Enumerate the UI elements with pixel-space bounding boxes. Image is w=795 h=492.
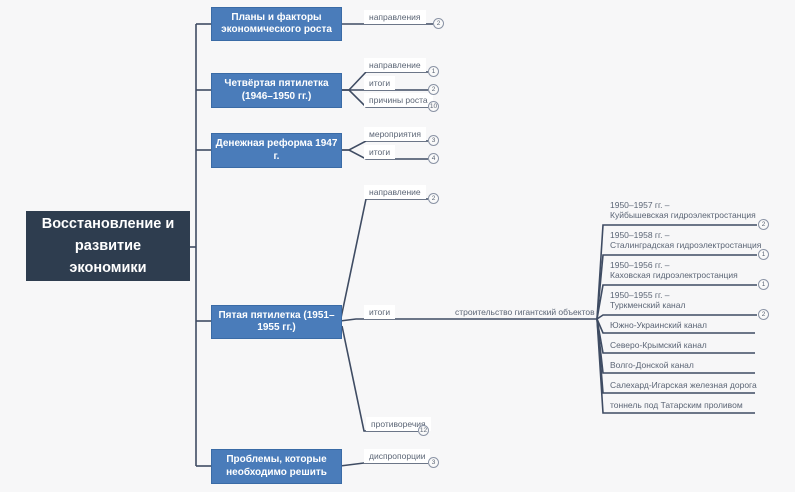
leaf-itogi-5p[interactable]: итоги: [364, 305, 396, 319]
collapse-badge[interactable]: 2: [428, 193, 439, 204]
leaf-napravlenie-4p[interactable]: направление: [364, 58, 426, 72]
collapse-badge[interactable]: 4: [428, 153, 439, 164]
project-title: Куйбышевская гидроэлектростанция: [610, 210, 756, 220]
collapse-badge[interactable]: 3: [428, 135, 439, 146]
collapse-badge[interactable]: 1: [758, 279, 769, 290]
project-item-severo-krymskiy-kanal[interactable]: Северо-Крымский канал: [610, 340, 707, 350]
root-node[interactable]: Восстановление и развитие экономики: [26, 211, 190, 281]
leaf-napravleniya[interactable]: направления: [364, 10, 426, 24]
branch-label: Четвёртая пятилетка (1946–1950 гг.): [224, 78, 329, 102]
leaf-prichiny-rosta[interactable]: причины роста: [364, 93, 433, 107]
leaf-disproporcii[interactable]: диспропорции: [364, 449, 431, 463]
branch-label: Денежная реформа 1947 г.: [215, 138, 338, 162]
project-item-kahovskaya[interactable]: 1950–1956 гг. – Каховская гидроэлектрост…: [610, 260, 738, 280]
branch-label: Пятая пятилетка (1951–1955 гг.): [218, 309, 335, 334]
project-dates: 1950–1958 гг. –: [610, 230, 670, 240]
project-item-turkmenskiy-kanal[interactable]: 1950–1955 гг. – Туркменский канал: [610, 290, 685, 310]
collapse-badge[interactable]: 10: [428, 101, 439, 112]
project-item-kuybyshevskaya[interactable]: 1950–1957 гг. – Куйбышевская гидроэлектр…: [610, 200, 756, 220]
project-item-salehard-igarskaya[interactable]: Салехард-Игарская железная дорога: [610, 380, 757, 390]
project-title: Сталинградская гидроэлектростанция: [610, 240, 762, 250]
project-dates: 1950–1957 гг. –: [610, 200, 670, 210]
collapse-badge[interactable]: 2: [433, 18, 444, 29]
leaf-protivorechiya[interactable]: противоречия: [366, 417, 431, 431]
branch-label: Проблемы, которые необходимо решить: [226, 454, 327, 478]
leaf-meropriyatiya[interactable]: мероприятия: [364, 127, 426, 141]
leaf-itogi-reforma[interactable]: итоги: [364, 145, 396, 159]
collapse-badge[interactable]: 2: [428, 84, 439, 95]
leaf-napravlenie-5p[interactable]: направление: [364, 185, 426, 199]
collapse-badge[interactable]: 1: [758, 249, 769, 260]
collapse-badge[interactable]: 1: [428, 66, 439, 77]
branch-label: Планы и факторы экономического роста: [221, 11, 332, 36]
branch-pyataya-pyatiletka[interactable]: Пятая пятилетка (1951–1955 гг.): [211, 305, 342, 339]
project-item-volgo-donskoy-kanal[interactable]: Волго-Донской канал: [610, 360, 694, 370]
leaf-stroitelstvo-obektov[interactable]: строительство гигантский объектов: [455, 307, 595, 317]
collapse-badge[interactable]: 3: [428, 457, 439, 468]
branch-plany-i-faktory[interactable]: Планы и факторы экономического роста: [211, 7, 342, 41]
project-item-tonnel-tatarskiy[interactable]: тоннель под Татарским проливом: [610, 400, 743, 410]
project-item-yuzhno-ukrainskiy-kanal[interactable]: Южно-Украинский канал: [610, 320, 707, 330]
project-dates: 1950–1955 гг. –: [610, 290, 670, 300]
project-title: Туркменский канал: [610, 300, 686, 310]
collapse-badge[interactable]: 2: [758, 219, 769, 230]
collapse-badge[interactable]: 2: [758, 309, 769, 320]
project-dates: 1950–1956 гг. –: [610, 260, 670, 270]
project-title: Каховская гидроэлектростанция: [610, 270, 738, 280]
project-item-stalingradskaya[interactable]: 1950–1958 гг. – Сталинградская гидроэлек…: [610, 230, 761, 250]
root-node-label: Восстановление и развитие экономики: [41, 216, 175, 276]
branch-denezhnaya-reforma[interactable]: Денежная реформа 1947 г.: [211, 133, 342, 168]
branch-problemy[interactable]: Проблемы, которые необходимо решить: [211, 449, 342, 484]
collapse-badge[interactable]: 12: [418, 425, 429, 436]
leaf-itogi-4p[interactable]: итоги: [364, 76, 396, 90]
branch-chetvyortaya-pyatiletka[interactable]: Четвёртая пятилетка (1946–1950 гг.): [211, 73, 342, 108]
